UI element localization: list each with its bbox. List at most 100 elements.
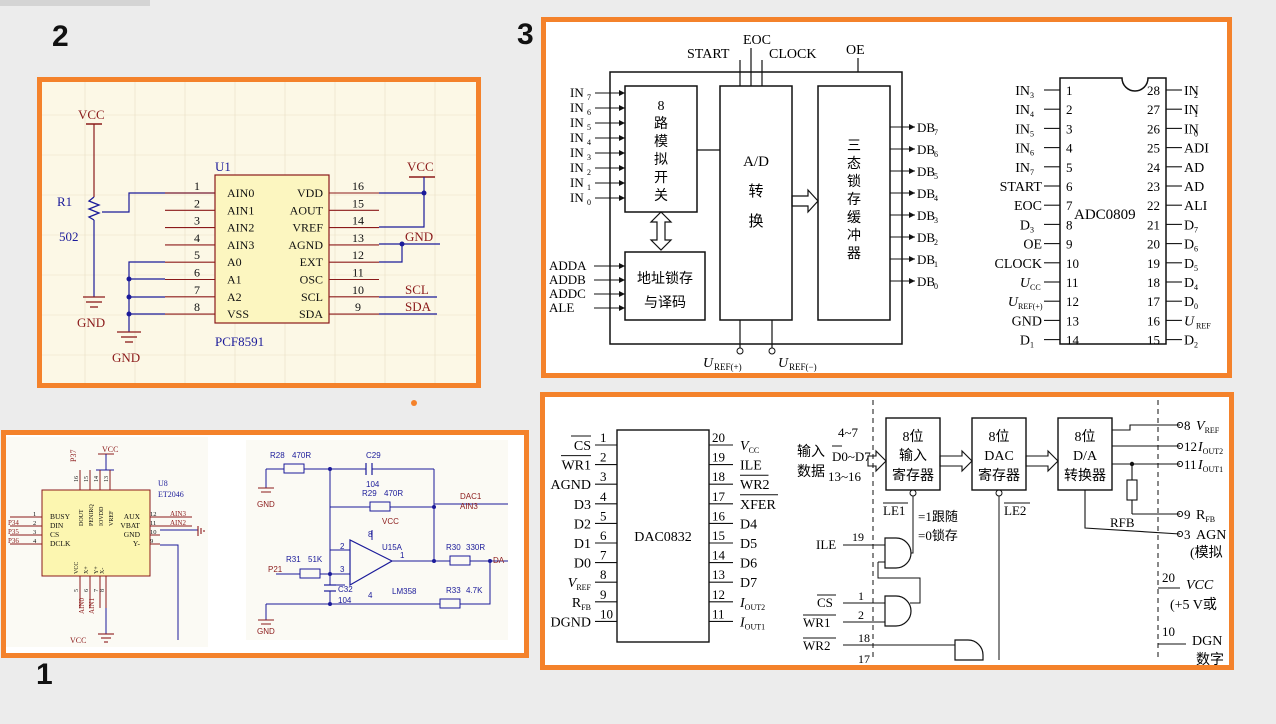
adc0809-right-pin-name: IN <box>1184 84 1199 99</box>
in-arrowhead <box>619 180 625 186</box>
vcc-pin: 20 <box>1162 570 1175 585</box>
r30-label: R30 <box>446 543 461 552</box>
dac1-net: DAC1 <box>460 492 482 501</box>
et2046-right-pin-name: Y- <box>133 539 141 548</box>
in-arrowhead <box>619 135 625 141</box>
et2046-left-pin-num: 2 <box>33 520 36 527</box>
uref-plus-label: U <box>703 356 714 371</box>
dac-right-pin-num: 3 <box>1184 527 1191 542</box>
gnd-left-label: GND <box>77 315 105 330</box>
dac-right-pin-num: 9 <box>1184 507 1191 522</box>
in-channel-label: IN <box>570 190 584 205</box>
adc0809-left-pin-num: 4 <box>1066 141 1073 156</box>
pcf8591-pin-num: 7 <box>194 283 200 297</box>
adc0809-left-pin-sub: REF(+) <box>1018 302 1043 311</box>
adc0809-right-pin-name: IN <box>1184 103 1199 118</box>
db-sub: 5 <box>934 172 938 181</box>
et2046-bottom-pin-name: VCC <box>74 562 80 574</box>
dac0832-chip-label: DAC0832 <box>634 530 692 545</box>
mux-char: 模 <box>654 134 668 150</box>
dac0832-left-pin-num: 5 <box>600 508 607 523</box>
op-amp-triangle <box>349 539 394 587</box>
adc0809-right-pin-num: 17 <box>1147 294 1161 309</box>
addr-text-2: 与译码 <box>644 295 686 311</box>
db-arrowhead <box>909 124 915 130</box>
et2046-top-pin-num: 14 <box>94 476 100 482</box>
opamp-pin-1: 1 <box>400 551 405 560</box>
et2046-left-pin-num: 1 <box>33 511 36 518</box>
dac0832-right-pin-name: D7 <box>740 576 757 591</box>
db-label: DB <box>917 274 935 289</box>
db-label: DB <box>917 208 935 223</box>
pcf8591-pin-num: 1 <box>194 179 200 193</box>
in-channel-sub: 4 <box>587 138 591 147</box>
dac-right-pin-name: RFB <box>1196 508 1215 524</box>
adc0809-right-pin-name: ALI <box>1184 199 1208 214</box>
adc0809-left-pin-sub: 3 <box>1030 225 1034 234</box>
dgnd-label: DGN <box>1192 634 1222 649</box>
dac-cut-net: DA <box>493 556 505 565</box>
et2046-left-pin-name: DIN <box>50 521 64 530</box>
pcf8591-pin-name: AGND <box>288 238 323 252</box>
dac-right-pin-num: 11 <box>1184 457 1197 472</box>
adc0809-left-pin-num: 6 <box>1066 179 1073 194</box>
in-pins2-label: 13~16 <box>828 469 862 484</box>
adc0809-right-pin-num: 26 <box>1147 121 1161 136</box>
conv-line2: D/A <box>1073 449 1098 464</box>
et2046-left-net: P35 <box>8 528 19 536</box>
in-channel-sub: 6 <box>587 108 591 117</box>
pcf8591-pin-name: AIN3 <box>227 238 254 252</box>
buffer-char: 冲 <box>847 228 861 244</box>
conv-line1: 8位 <box>1075 429 1096 445</box>
in-arrowhead <box>619 120 625 126</box>
le1-label: LE1 <box>883 503 905 518</box>
r1-resistor <box>87 196 101 221</box>
adc0809-right-pin-name: D <box>1184 257 1194 272</box>
reg2-line3: 寄存器 <box>978 467 1020 484</box>
et2046-right-pin-num: 9 <box>150 538 153 545</box>
pcf8591-part-label: PCF8591 <box>215 334 264 349</box>
et2046-bottom-net: AIN1 <box>88 598 96 614</box>
pcf8591-pin-name: VDD <box>297 186 323 200</box>
adc0809-chip-label: ADC0809 <box>1074 207 1136 223</box>
c29-value: 104 <box>366 480 380 489</box>
reg1-line3: 寄存器 <box>892 467 934 484</box>
adc0809-right-pin-name: U <box>1184 314 1195 329</box>
addr-arrowhead <box>619 263 625 269</box>
adc0809-left-pin-name: IN <box>1015 122 1030 137</box>
r29-label: R29 <box>362 489 377 498</box>
opamp-pin-3: 3 <box>340 565 345 574</box>
vcc-label: VCC <box>1186 578 1214 593</box>
adc0809-right-pin-name: D <box>1184 218 1194 233</box>
adc0809-left-pin-name: IN <box>1015 161 1030 176</box>
top-tab-strip <box>0 0 150 6</box>
pcf8591-pin-name: VSS <box>227 307 249 321</box>
et2046-right-pin-name: VBAT <box>120 521 140 530</box>
addr-pin-label: ADDB <box>549 272 586 287</box>
scl-net-label: SCL <box>405 282 429 297</box>
data-flow-arrow <box>791 188 819 214</box>
et2046-top-pin-num: 15 <box>84 476 90 482</box>
dac0832-right-pin-num: 11 <box>712 606 725 621</box>
dac0832-right-pin-name: IOUT1 <box>739 615 765 631</box>
clock-label: CLOCK <box>769 47 816 62</box>
dac0832-left-pin-num: 7 <box>600 548 607 563</box>
db-arrowhead <box>909 256 915 262</box>
dac0832-left-pin-name: D0 <box>574 557 591 572</box>
pcf8591-pin-num: 16 <box>352 179 364 193</box>
adc0809-left-pin-num: 8 <box>1066 217 1073 232</box>
r33-value: 4.7K <box>466 586 483 595</box>
et2046-schematic: U8 ET2046 VCC P37 16DOUT15PENIRQ14IOVDD1… <box>6 437 508 647</box>
adc0809-left-pin-num: 11 <box>1066 275 1079 290</box>
terminal-circle <box>1176 442 1184 450</box>
in-channel-label: IN <box>570 100 584 115</box>
reg2-line2: DAC <box>984 449 1014 464</box>
in-channel-label: IN <box>570 85 584 100</box>
adc0809-right-pin-name: ADI <box>1184 142 1209 157</box>
adc0809-left-pin-name: OE <box>1023 238 1042 253</box>
